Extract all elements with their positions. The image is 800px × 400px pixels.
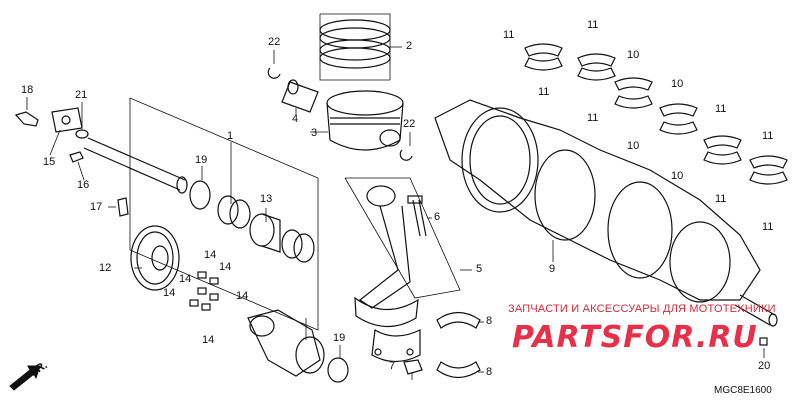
callout-10-b: 10 — [627, 140, 640, 152]
callout-4: 4 — [292, 113, 299, 125]
needle-bearing-2 — [281, 229, 315, 263]
balancer-shaft — [83, 97, 319, 331]
balancer-gear — [130, 225, 180, 291]
callout-17: 17 — [90, 201, 103, 213]
callout-18: 18 — [21, 84, 34, 96]
callout-10-c: 10 — [671, 78, 684, 90]
callout-5: 5 — [476, 263, 483, 275]
dowel-pin — [759, 337, 768, 346]
callout-21: 21 — [75, 89, 88, 101]
callout-19-lower: 19 — [333, 332, 346, 344]
callout-11-d: 11 — [587, 112, 599, 124]
circlip-right — [399, 149, 413, 161]
callout-12: 12 — [99, 262, 112, 274]
callout-14-d: 14 — [163, 287, 176, 299]
needle-bearing — [217, 195, 251, 229]
front-direction-arrow — [9, 365, 41, 391]
washer-19 — [189, 180, 211, 210]
washer-19-lower — [327, 357, 349, 383]
leader-lines — [26, 46, 765, 380]
bearing-upper — [436, 311, 481, 329]
callout-8-lower: 8 — [486, 366, 493, 378]
connecting-rod — [344, 177, 461, 363]
circlip-top — [267, 67, 281, 79]
callout-20: 20 — [758, 360, 771, 372]
callout-14-a: 14 — [204, 249, 217, 261]
piston-rings — [319, 13, 391, 81]
callout-3: 3 — [311, 127, 318, 139]
callout-11-h: 11 — [762, 221, 774, 233]
pins-14 — [189, 271, 219, 311]
watermark-logo: PARTSFOR.RU — [512, 320, 758, 355]
rod-bolt — [407, 195, 427, 237]
callout-11-a: 11 — [503, 29, 515, 41]
callout-14-c: 14 — [179, 273, 192, 285]
callout-14-b: 14 — [219, 261, 232, 273]
callout-14-f: 14 — [202, 334, 215, 346]
holder-bolt — [14, 111, 39, 127]
bolt-16 — [69, 151, 84, 163]
callout-11-c: 11 — [587, 19, 599, 31]
callout-7: 7 — [389, 360, 396, 372]
main-bearings — [524, 43, 788, 185]
callout-8-upper: 8 — [486, 315, 493, 327]
callout-10-d: 10 — [671, 170, 684, 182]
piston — [326, 90, 404, 151]
callout-10-a: 10 — [627, 49, 640, 61]
collar-13 — [249, 213, 281, 253]
bolt-17 — [117, 197, 129, 217]
callout-22-right: 22 — [403, 118, 416, 130]
callout-22-top: 22 — [268, 36, 281, 48]
bearing-lower — [436, 361, 481, 379]
callout-13: 13 — [260, 193, 273, 205]
balancer-weight — [247, 309, 325, 377]
o-ring — [75, 129, 89, 139]
callout-14-e: 14 — [236, 290, 249, 302]
piston-pin — [281, 79, 319, 113]
crankshaft — [434, 99, 778, 327]
callout-15: 15 — [43, 156, 56, 168]
callout-19-upper: 19 — [195, 154, 208, 166]
diagram-code: MGC8E1600 — [714, 385, 772, 396]
callout-1: 1 — [227, 130, 234, 142]
callout-11-f: 11 — [715, 193, 727, 205]
rod-nut — [403, 359, 423, 375]
callout-2: 2 — [406, 40, 413, 52]
callout-11-b: 11 — [538, 86, 550, 98]
callout-6: 6 — [434, 211, 441, 223]
watermark-tagline: ЗАПЧАСТИ И АКСЕССУАРЫ ДЛЯ МОТОТЕХНИКИ — [508, 303, 776, 315]
callout-9: 9 — [549, 263, 556, 275]
balancer-holder — [51, 107, 83, 133]
callout-16: 16 — [77, 179, 90, 191]
callout-11-e: 11 — [715, 103, 727, 115]
callout-11-g: 11 — [762, 130, 774, 142]
